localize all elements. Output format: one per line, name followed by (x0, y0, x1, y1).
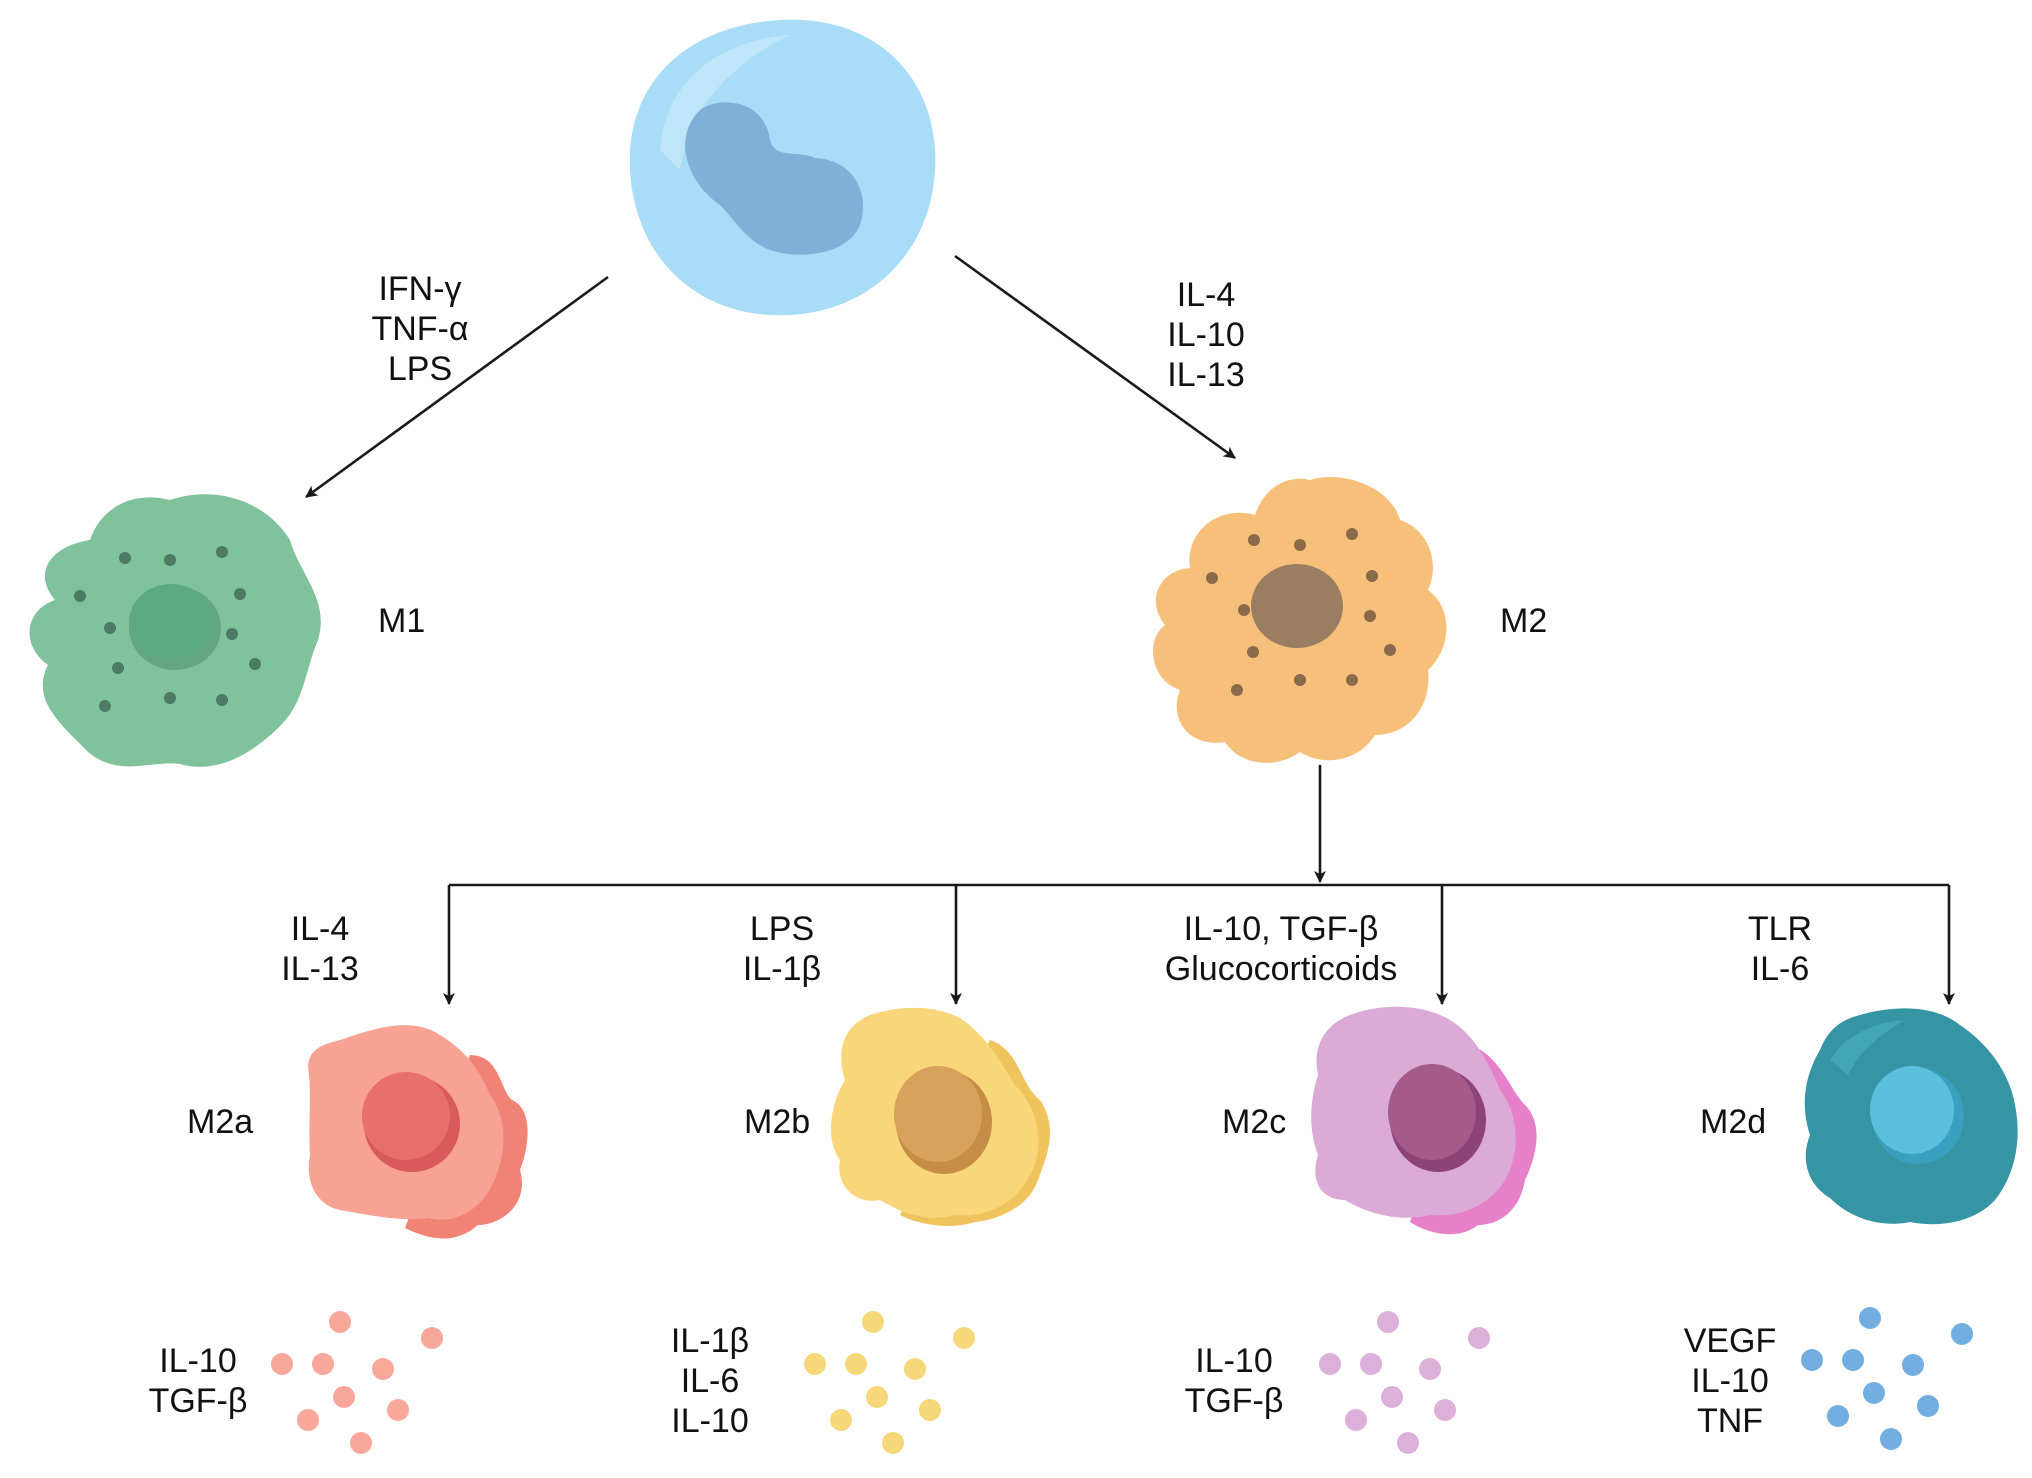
cytokine-dot (312, 1353, 334, 1375)
m1-granules (74, 546, 261, 712)
m2a-secretion-2: TGF-β (149, 1382, 248, 1420)
m2c-secretion-2: TGF-β (1185, 1382, 1284, 1420)
cytokine-dot (1842, 1349, 1864, 1371)
cytokine-dot (866, 1386, 888, 1408)
m2b-nucleus (894, 1066, 982, 1162)
m2c-stimulus-2: Glucocorticoids (1165, 950, 1397, 988)
cytokine-dot (271, 1353, 293, 1375)
m2c-nucleus (1388, 1064, 1476, 1160)
m2a-cell (308, 1025, 528, 1239)
m2d-nucleus (1870, 1066, 1954, 1154)
arrow-to-m1 (305, 275, 609, 499)
monocyte-nucleus (685, 102, 863, 255)
cytokine-dot (1902, 1354, 1924, 1376)
cytokine-dot (421, 1327, 443, 1349)
cytokine-dot (350, 1432, 372, 1454)
m2-stimulus-2: IL-10 (1167, 316, 1245, 354)
m2d-cytokine-dots (1801, 1307, 1973, 1450)
cytokine-dot (1801, 1349, 1823, 1371)
cytokine-dot (919, 1399, 941, 1421)
m2b-cell (830, 1007, 1051, 1226)
m2b-label: M2b (744, 1103, 810, 1141)
m2-stimulus-1: IL-4 (1177, 276, 1236, 314)
cytokine-dot (845, 1353, 867, 1375)
m2-label: M2 (1500, 602, 1547, 640)
m1-stimulus-2: TNF-α (371, 310, 468, 348)
cytokine-dot (1917, 1395, 1939, 1417)
m2b-secretion-1: IL-1β (671, 1322, 749, 1360)
m2-nucleus (1251, 564, 1343, 648)
cytokine-dot (1468, 1327, 1490, 1349)
cytokine-dot (329, 1311, 351, 1333)
cytokine-dot (1397, 1432, 1419, 1454)
cytokine-dot (297, 1409, 319, 1431)
cytokine-dot (1859, 1307, 1881, 1329)
m2c-cytokine-dots (1319, 1311, 1490, 1454)
m2a-stimulus-2: IL-13 (281, 950, 359, 988)
m2-stimulus-3: IL-13 (1167, 356, 1245, 394)
cytokine-dot (862, 1311, 884, 1333)
m2d-label: M2d (1700, 1103, 1766, 1141)
cytokine-dot (1319, 1353, 1341, 1375)
m2c-secretion-1: IL-10 (1195, 1342, 1273, 1380)
m2-granules (1206, 528, 1396, 696)
m2-cell (1153, 476, 1447, 763)
m2a-secretion-1: IL-10 (159, 1342, 237, 1380)
m2a-nucleus (362, 1072, 450, 1160)
m1-nucleus (129, 584, 213, 660)
cytokine-dot (1951, 1323, 1973, 1345)
m1-stimulus-3: LPS (388, 350, 452, 388)
cytokine-dot (1419, 1358, 1441, 1380)
m2d-secretion-1: VEGF (1684, 1322, 1777, 1360)
m2d-stimulus-1: TLR (1748, 910, 1812, 948)
m1-cell (29, 494, 321, 767)
m1-stimulus-1: IFN-γ (378, 270, 461, 308)
arrow-to-m2 (954, 254, 1236, 460)
m2d-secretion-3: TNF (1697, 1402, 1763, 1440)
m2b-secretion-2: IL-6 (681, 1362, 740, 1400)
m2a-cytokine-dots (271, 1311, 443, 1454)
m2b-stimulus-2: IL-1β (743, 950, 821, 988)
cytokine-dot (1360, 1353, 1382, 1375)
m2b-secretion-3: IL-10 (671, 1402, 749, 1440)
m2b-cytokine-dots (804, 1311, 975, 1454)
cytokine-dot (1827, 1405, 1849, 1427)
cytokine-dot (830, 1409, 852, 1431)
cytokine-dot (372, 1358, 394, 1380)
m2d-secretion-2: IL-10 (1691, 1362, 1769, 1400)
cytokine-dot (387, 1399, 409, 1421)
m2c-cell (1311, 1006, 1537, 1235)
m2d-cell (1804, 1008, 2018, 1225)
cytokine-dot (904, 1358, 926, 1380)
m2c-label: M2c (1222, 1103, 1286, 1141)
cytokine-dot (953, 1327, 975, 1349)
cytokine-dot (1880, 1428, 1902, 1450)
cytokine-dot (1863, 1382, 1885, 1404)
m2b-stimulus-1: LPS (750, 910, 814, 948)
monocyte-shade (660, 35, 790, 170)
cytokine-dot (1381, 1386, 1403, 1408)
cytokine-dot (333, 1386, 355, 1408)
monocyte-cell (629, 19, 936, 316)
m2a-stimulus-1: IL-4 (291, 910, 350, 948)
m2a-label: M2a (187, 1103, 253, 1141)
cytokine-dot (882, 1432, 904, 1454)
cytokine-dot (1434, 1399, 1456, 1421)
m2c-stimulus-1: IL-10, TGF-β (1184, 910, 1379, 948)
m2d-stimulus-2: IL-6 (1751, 950, 1810, 988)
cytokine-dot (1377, 1311, 1399, 1333)
cytokine-dot (1345, 1409, 1367, 1431)
cytokine-dot (804, 1353, 826, 1375)
m2d-body-highlight (1830, 1020, 1905, 1075)
m1-label: M1 (378, 602, 425, 640)
